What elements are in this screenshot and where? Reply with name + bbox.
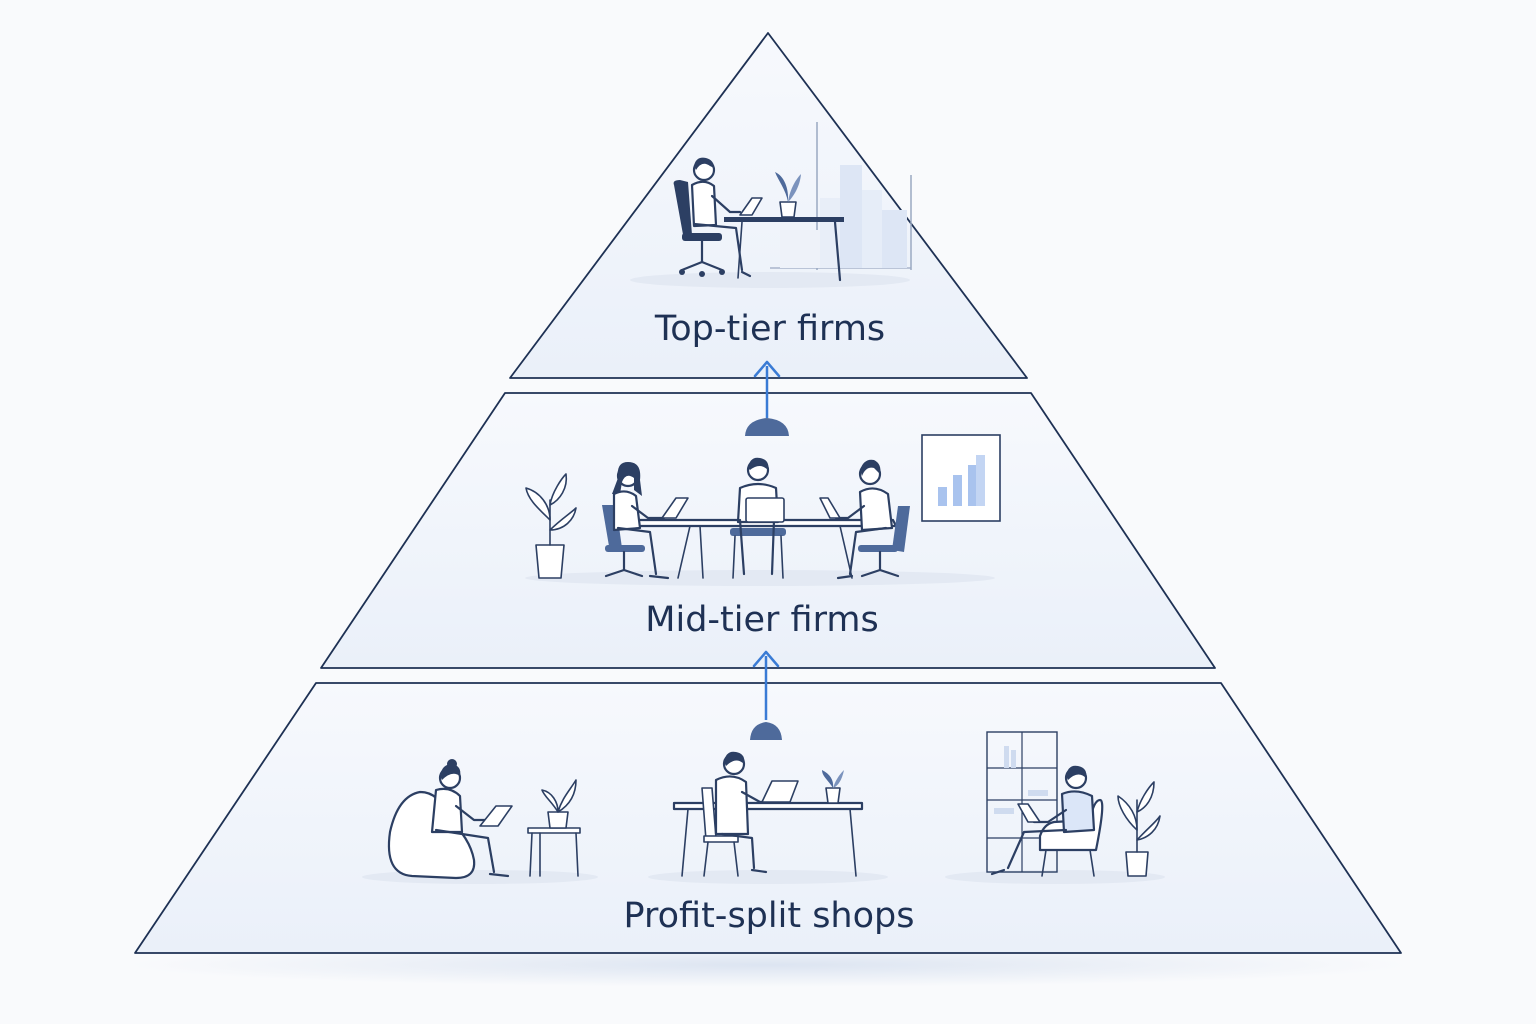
floor-shadow: [362, 870, 598, 884]
tier-bottom: [134, 682, 1402, 954]
tier-top-shape: [509, 32, 1028, 379]
tier-middle-label: Mid-tier firms: [645, 600, 878, 640]
person-working-icon: [690, 157, 752, 278]
laptop-icon: [819, 497, 841, 519]
person-man-icon: [730, 457, 786, 579]
lamp-icon: [750, 722, 782, 740]
top-tier-illustration: [630, 122, 912, 288]
floor-shadow: [630, 272, 910, 288]
floor-shadow: [648, 870, 888, 884]
wall-chart-icon: [921, 434, 1001, 522]
bottom-tier-illustration: [362, 731, 1165, 884]
chair-icon: [701, 787, 739, 877]
office-chair-icon: [673, 180, 725, 277]
plant-icon: [822, 770, 844, 804]
person-woman-icon: [430, 759, 513, 878]
tier-top-label: Top-tier firms: [654, 309, 885, 349]
person-woman-icon: [602, 462, 689, 580]
laptop-icon: [739, 197, 763, 216]
person-man-icon: [990, 765, 1096, 876]
person-man-icon: [714, 751, 799, 874]
city-window-icon: [770, 122, 912, 270]
laptop-icon: [745, 497, 785, 523]
lamp-icon: [745, 418, 789, 436]
tier-top: [509, 32, 1028, 379]
laptop-icon: [1017, 803, 1041, 823]
pyramid-ground-shadow: [128, 943, 1408, 987]
plant-icon: [1117, 781, 1161, 877]
plant-icon: [525, 473, 577, 579]
person-man-icon: [819, 459, 910, 580]
laptop-icon: [479, 805, 513, 827]
laptop-icon: [761, 780, 799, 803]
arrow-bottom-to-mid: [750, 650, 782, 740]
tier-bottom-shape: [134, 682, 1402, 954]
floor-shadow: [945, 870, 1165, 884]
arrow-mid-to-top: [745, 360, 789, 436]
plant-icon: [541, 779, 577, 829]
floor-shadow: [525, 570, 995, 586]
plant-icon: [775, 172, 801, 218]
mid-tier-illustration: [525, 434, 1001, 586]
side-table-icon: [527, 827, 581, 877]
tier-bottom-label: Profit-split shops: [624, 896, 915, 936]
laptop-icon: [661, 497, 689, 519]
